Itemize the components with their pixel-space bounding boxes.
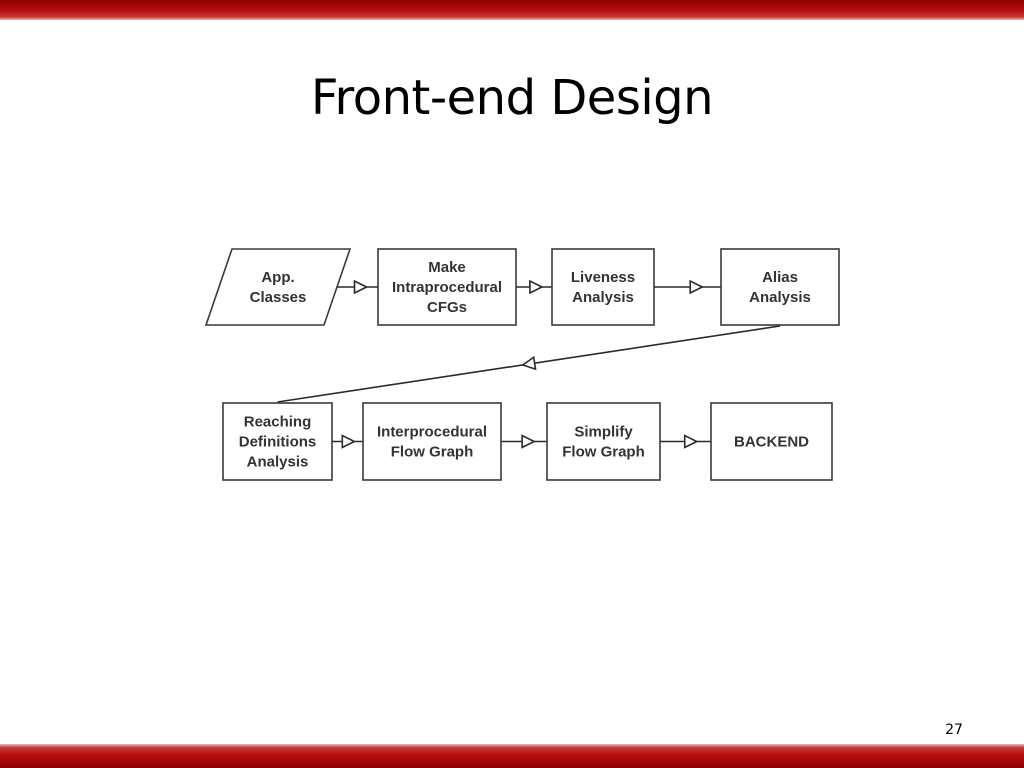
- arrowhead-icon: [520, 355, 537, 371]
- node-label: Make: [428, 259, 466, 276]
- node-label: App.: [261, 269, 294, 286]
- node-shape: [546, 402, 661, 481]
- node-label: Analysis: [749, 289, 811, 306]
- edge-app-classes-to-make-intraprocedural-cfgs: [337, 279, 378, 295]
- arrowhead-icon: [689, 279, 705, 295]
- node-label: Reaching: [244, 414, 312, 431]
- node-label: Intraprocedural: [392, 279, 502, 296]
- node-label: Classes: [250, 289, 307, 306]
- node-label: Simplify: [574, 424, 633, 441]
- arrowhead-icon: [353, 279, 369, 295]
- node-shape: [222, 402, 333, 481]
- node-label: Analysis: [572, 289, 634, 306]
- node-shape: [362, 402, 502, 481]
- arrowhead-icon: [683, 434, 699, 449]
- node-label: Analysis: [247, 454, 309, 471]
- arrowhead-icon: [529, 279, 544, 295]
- node-label: Liveness: [571, 269, 635, 286]
- edge-interprocedural-flow-graph-to-simplify-flow-graph: [501, 434, 547, 449]
- node-app-classes: App. Classes: [204, 248, 352, 326]
- node-label: CFGs: [427, 299, 467, 316]
- arrowhead-icon: [341, 434, 357, 449]
- node-label: Flow Graph: [562, 444, 645, 461]
- node-shape: [710, 402, 833, 481]
- node-shape: [720, 248, 840, 326]
- node-backend: BACKEND: [710, 402, 833, 481]
- node-label: Definitions: [239, 434, 317, 451]
- edge-reaching-definitions-analysis-to-interprocedural-flow-graph: [332, 434, 363, 449]
- node-label: BACKEND: [734, 434, 809, 451]
- edge-liveness-analysis-to-alias-analysis: [654, 279, 721, 295]
- node-label: Flow Graph: [391, 444, 474, 461]
- top-banner: [0, 0, 1024, 20]
- node-label: Alias: [762, 269, 798, 286]
- edge-simplify-flow-graph-to-backend: [660, 434, 711, 449]
- bottom-banner: [0, 744, 1024, 768]
- node-shape: [204, 248, 352, 326]
- arrowhead-icon: [521, 434, 536, 449]
- node-label: Interprocedural: [377, 424, 487, 441]
- slide-number: 27: [945, 722, 963, 738]
- edge-alias-analysis-to-reaching-definitions-analysis: [277, 325, 781, 403]
- node-shape: [377, 248, 517, 326]
- slide-title: Front-end Design: [310, 70, 714, 126]
- node-shape: [551, 248, 655, 326]
- edge-make-intraprocedural-cfgs-to-liveness-analysis: [516, 279, 552, 295]
